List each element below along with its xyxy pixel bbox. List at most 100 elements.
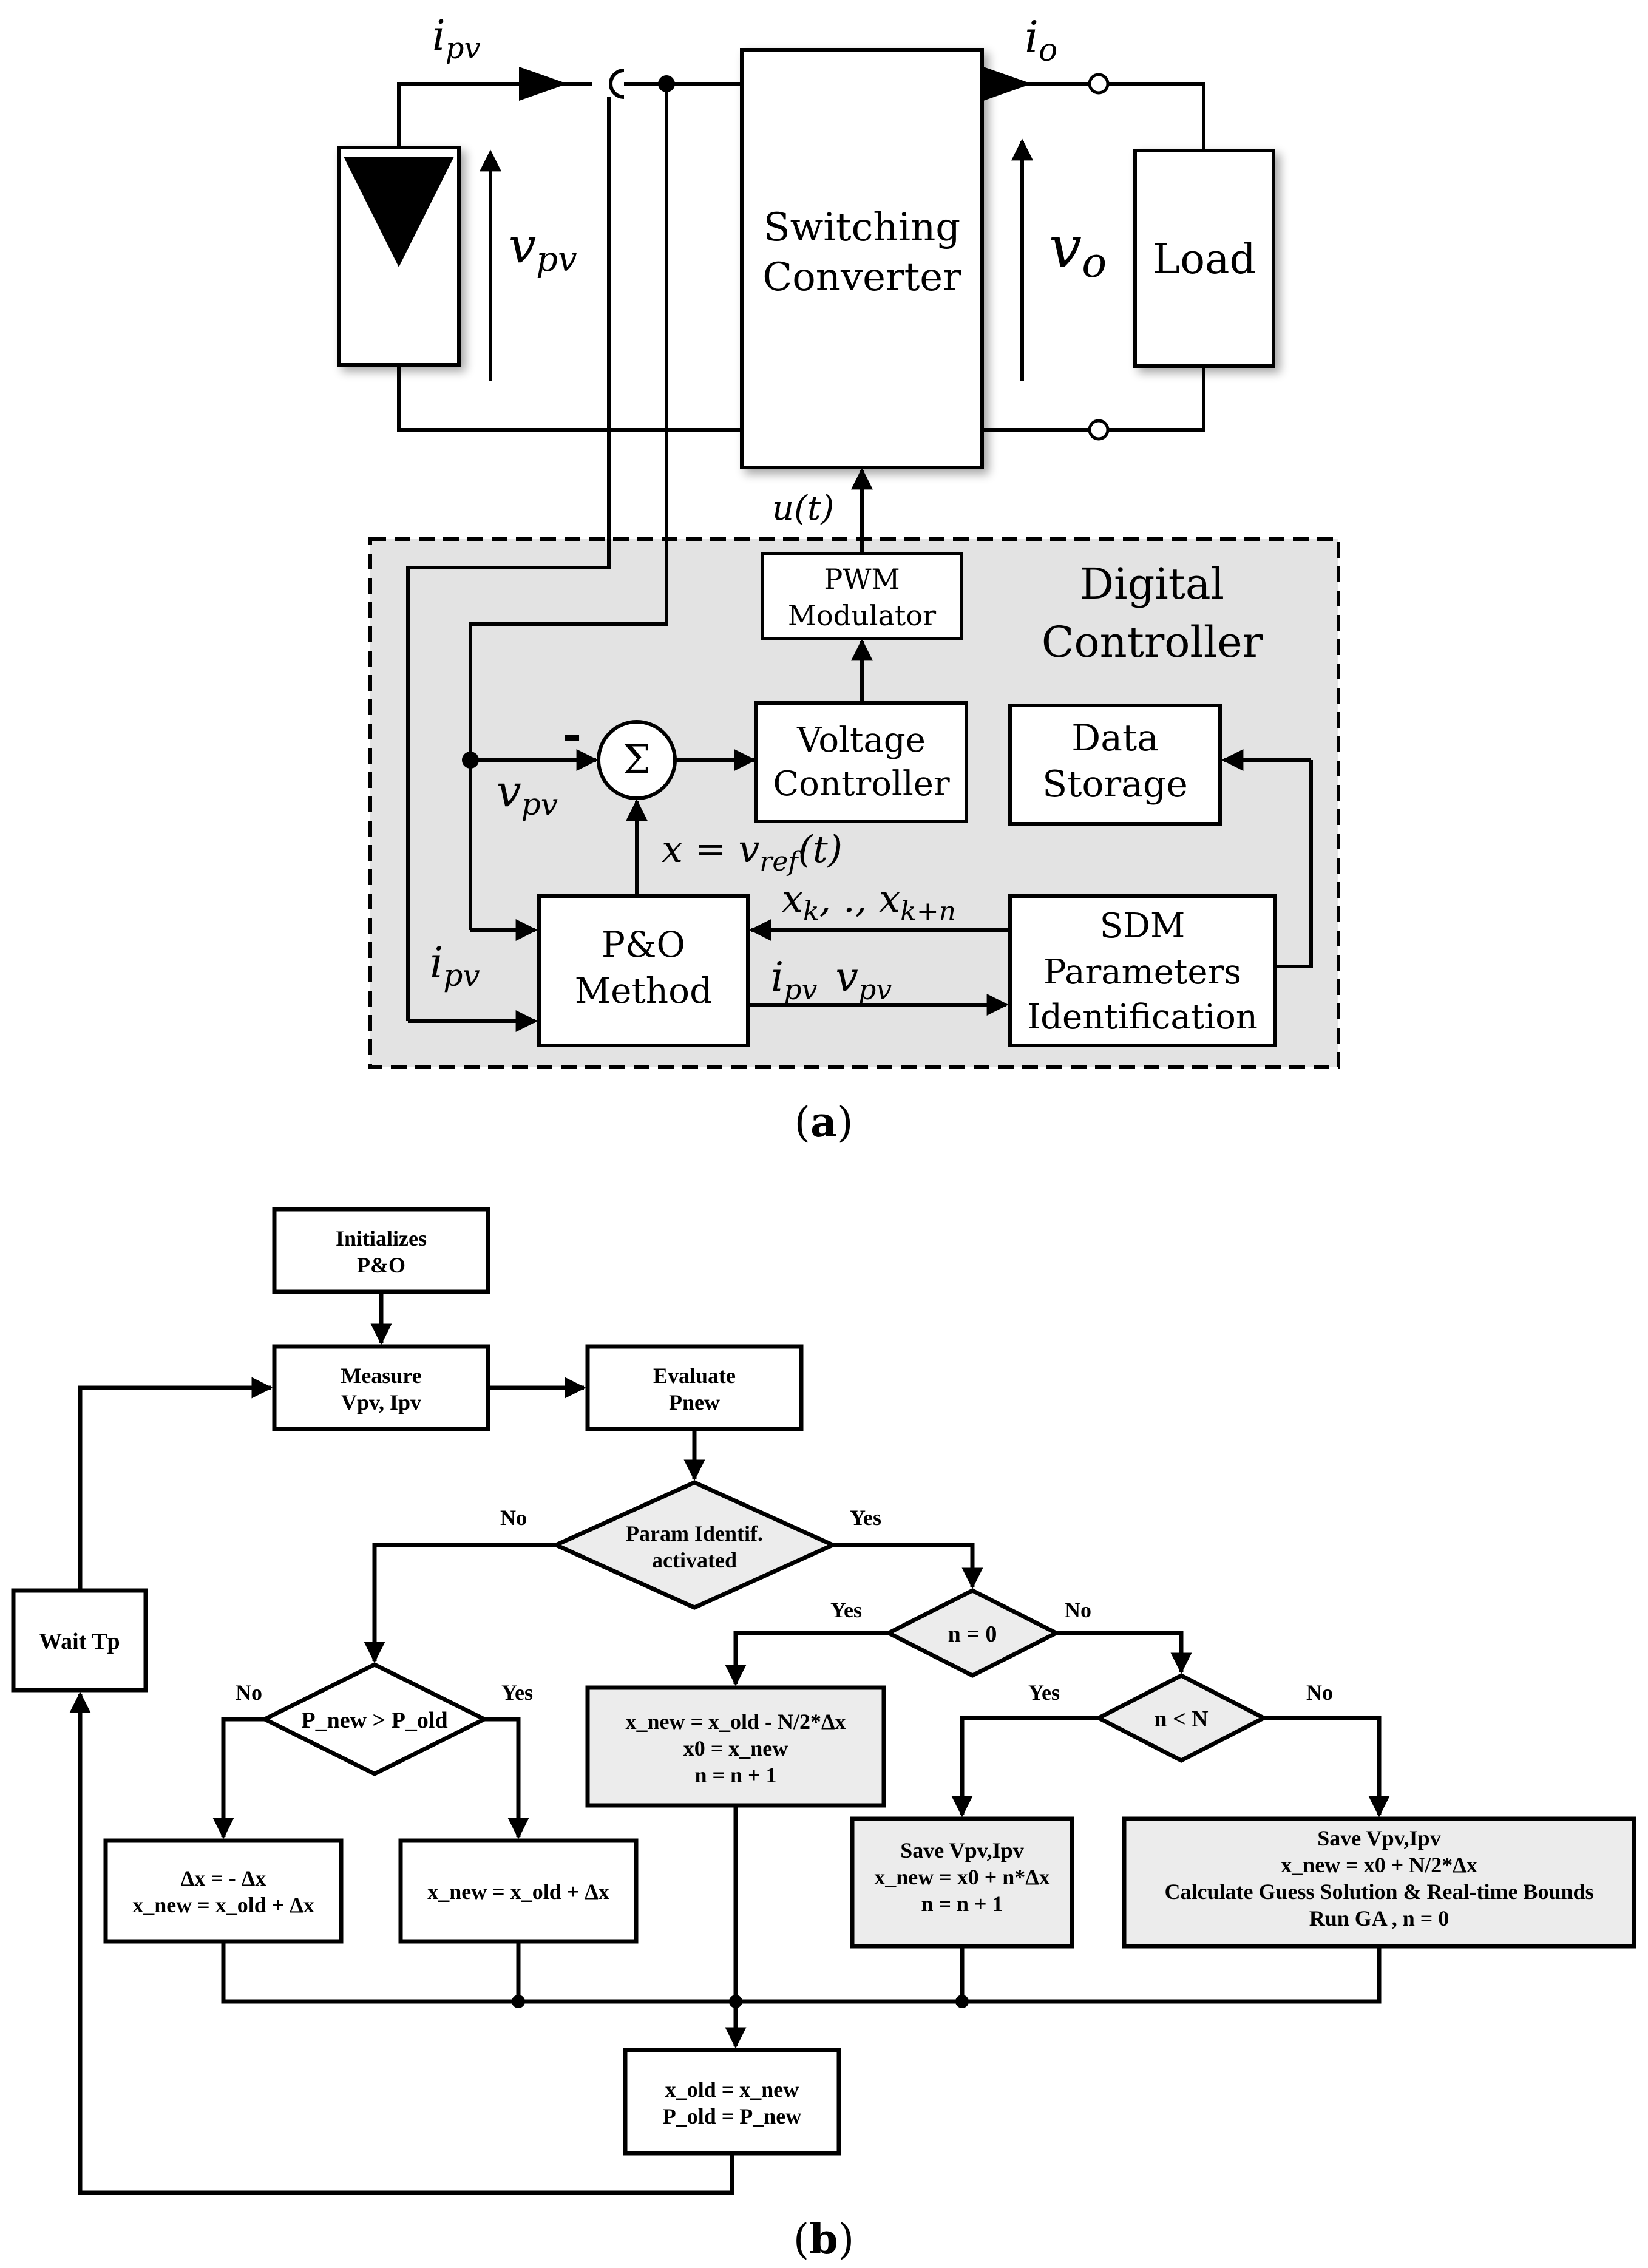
evaluate-label-2: Pnew xyxy=(669,1390,720,1414)
dx-neg-label-1: Δx = - Δx xyxy=(181,1866,266,1890)
param-decision xyxy=(551,1480,838,1610)
voltage-controller-label-2: Controller xyxy=(773,764,950,804)
wait-label: Wait Tp xyxy=(39,1629,120,1654)
param-yes-label: Yes xyxy=(850,1506,881,1530)
pcompare-no-path xyxy=(212,1717,265,1839)
panel-a: ipv io vpv vo Switching Converter Load u… xyxy=(337,12,1340,1147)
voltage-controller xyxy=(754,701,968,823)
vo-label: vo xyxy=(1049,213,1107,287)
xnew-init-label-1: x_new = x_old - N/2*Δx xyxy=(625,1709,846,1734)
measure-label-2: Vpv, Ipv xyxy=(341,1390,421,1414)
param-no-path xyxy=(364,1543,556,1663)
save-n-label-3: n = n + 1 xyxy=(921,1892,1003,1916)
xnew-init-label-3: n = n + 1 xyxy=(694,1763,776,1787)
dx-neg-box xyxy=(103,1838,344,1944)
merge-node-3 xyxy=(955,1995,969,2008)
wire-top-right-2 xyxy=(1108,82,1205,151)
param-no-label: No xyxy=(500,1506,527,1530)
vpv-inner-label: vpv xyxy=(497,766,558,822)
init-box xyxy=(272,1207,490,1294)
po-method-box xyxy=(537,894,750,1047)
sigma-symbol: Σ xyxy=(623,736,651,783)
param-yes-path xyxy=(833,1543,983,1589)
n0-label: n = 0 xyxy=(948,1621,997,1647)
nN-no-path xyxy=(1264,1716,1390,1818)
ut-label: u(t) xyxy=(772,489,834,528)
nN-yes-path xyxy=(951,1716,1099,1818)
output-terminal-top xyxy=(1088,73,1110,95)
ipv-top-label: ipv xyxy=(432,12,481,66)
voltage-controller-label-1: Voltage xyxy=(796,721,926,760)
data-storage-label-2: Storage xyxy=(1042,763,1188,806)
converter-label-2: Converter xyxy=(762,255,961,300)
pcompare-label: P_new > P_old xyxy=(301,1708,447,1733)
wire-top-left xyxy=(397,82,592,148)
init-label-1: Initializes xyxy=(336,1226,427,1251)
loop-back xyxy=(69,1691,734,2195)
ipv-arrow-icon xyxy=(519,67,568,101)
save-n-label-2: x_new = x0 + n*Δx xyxy=(874,1865,1050,1889)
n0-decision xyxy=(884,1588,1061,1678)
save-n-label-1: Save Vpv,Ipv xyxy=(900,1838,1023,1862)
dx-neg-label-2: x_new = x_old + Δx xyxy=(132,1893,314,1917)
n0-no-label: No xyxy=(1065,1598,1091,1622)
po-label-1: P&O xyxy=(602,924,685,965)
sdm-to-storage-line xyxy=(1275,760,1313,968)
xnew-pos-box xyxy=(398,1838,639,1944)
xnew-init-box xyxy=(585,1685,886,1808)
sdm-label-1: SDM xyxy=(1100,906,1185,946)
save-ga-label-1: Save Vpv,Ipv xyxy=(1317,1826,1440,1850)
init-label-2: P&O xyxy=(357,1253,405,1277)
minus-sign: - xyxy=(562,707,582,762)
switching-converter xyxy=(740,48,984,469)
nN-no-label: No xyxy=(1306,1680,1333,1705)
n0-yes-path xyxy=(725,1631,889,1686)
vpv-left-label: vpv xyxy=(509,217,577,279)
caption-b: (b) xyxy=(793,2215,855,2264)
merge-node-1 xyxy=(512,1995,525,2008)
sdm-box xyxy=(1008,894,1277,1047)
pcompare-no-label: No xyxy=(236,1680,262,1705)
current-sensor-hop xyxy=(609,69,625,99)
wait-to-measure xyxy=(78,1377,273,1591)
param-label-1: Param Identif. xyxy=(626,1521,763,1546)
ipv-inner-label: ipv xyxy=(430,938,480,993)
update-label-1: x_old = x_new xyxy=(665,2077,799,2102)
xnew-init-label-2: x0 = x_new xyxy=(683,1736,788,1760)
pcompare-yes-path xyxy=(484,1717,529,1839)
nN-yes-label: Yes xyxy=(1028,1680,1060,1705)
xk-label: xk, ., xk+n xyxy=(782,877,956,927)
nN-decision xyxy=(1094,1673,1269,1763)
save-ga-box xyxy=(1122,1816,1636,1949)
panel-b: Initializes P&O Measure Vpv, Ipv Evaluat… xyxy=(11,1207,1636,2264)
io-label: io xyxy=(1025,12,1057,69)
pwm-label-1: PWM xyxy=(824,563,900,596)
n0-no-path xyxy=(1056,1631,1192,1674)
evaluate-label-1: Evaluate xyxy=(653,1363,736,1388)
wire-bottom-right-2 xyxy=(1108,366,1205,432)
save-ga-label-4: Run GA , n = 0 xyxy=(1309,1906,1450,1930)
pwm-modulator xyxy=(761,552,963,640)
pv-diode-icon xyxy=(344,157,454,267)
param-label-2: activated xyxy=(652,1548,737,1572)
pwm-label-2: Modulator xyxy=(788,599,936,632)
measure-label-1: Measure xyxy=(341,1363,421,1388)
ipv-sense-line xyxy=(406,97,611,1021)
caption-a: (a) xyxy=(794,1098,853,1147)
digital-controller-label-2: Controller xyxy=(1042,617,1263,667)
nN-label: n < N xyxy=(1154,1706,1208,1732)
pcompare-yes-label: Yes xyxy=(501,1680,533,1705)
output-terminal-bottom xyxy=(1088,419,1110,441)
save-n-box xyxy=(850,1816,1074,1949)
xref-label: x = vref(t) xyxy=(662,827,843,877)
n0-yes-label: Yes xyxy=(830,1598,862,1622)
save-ga-label-3: Calculate Guess Solution & Real-time Bou… xyxy=(1164,1879,1593,1904)
wire-bottom-left xyxy=(397,365,742,432)
vpv-sense-line xyxy=(469,84,668,760)
merge-left xyxy=(221,1941,521,2004)
update-box xyxy=(623,2048,841,2156)
evaluate-box xyxy=(585,1344,804,1431)
data-storage-label-1: Data xyxy=(1071,717,1159,759)
